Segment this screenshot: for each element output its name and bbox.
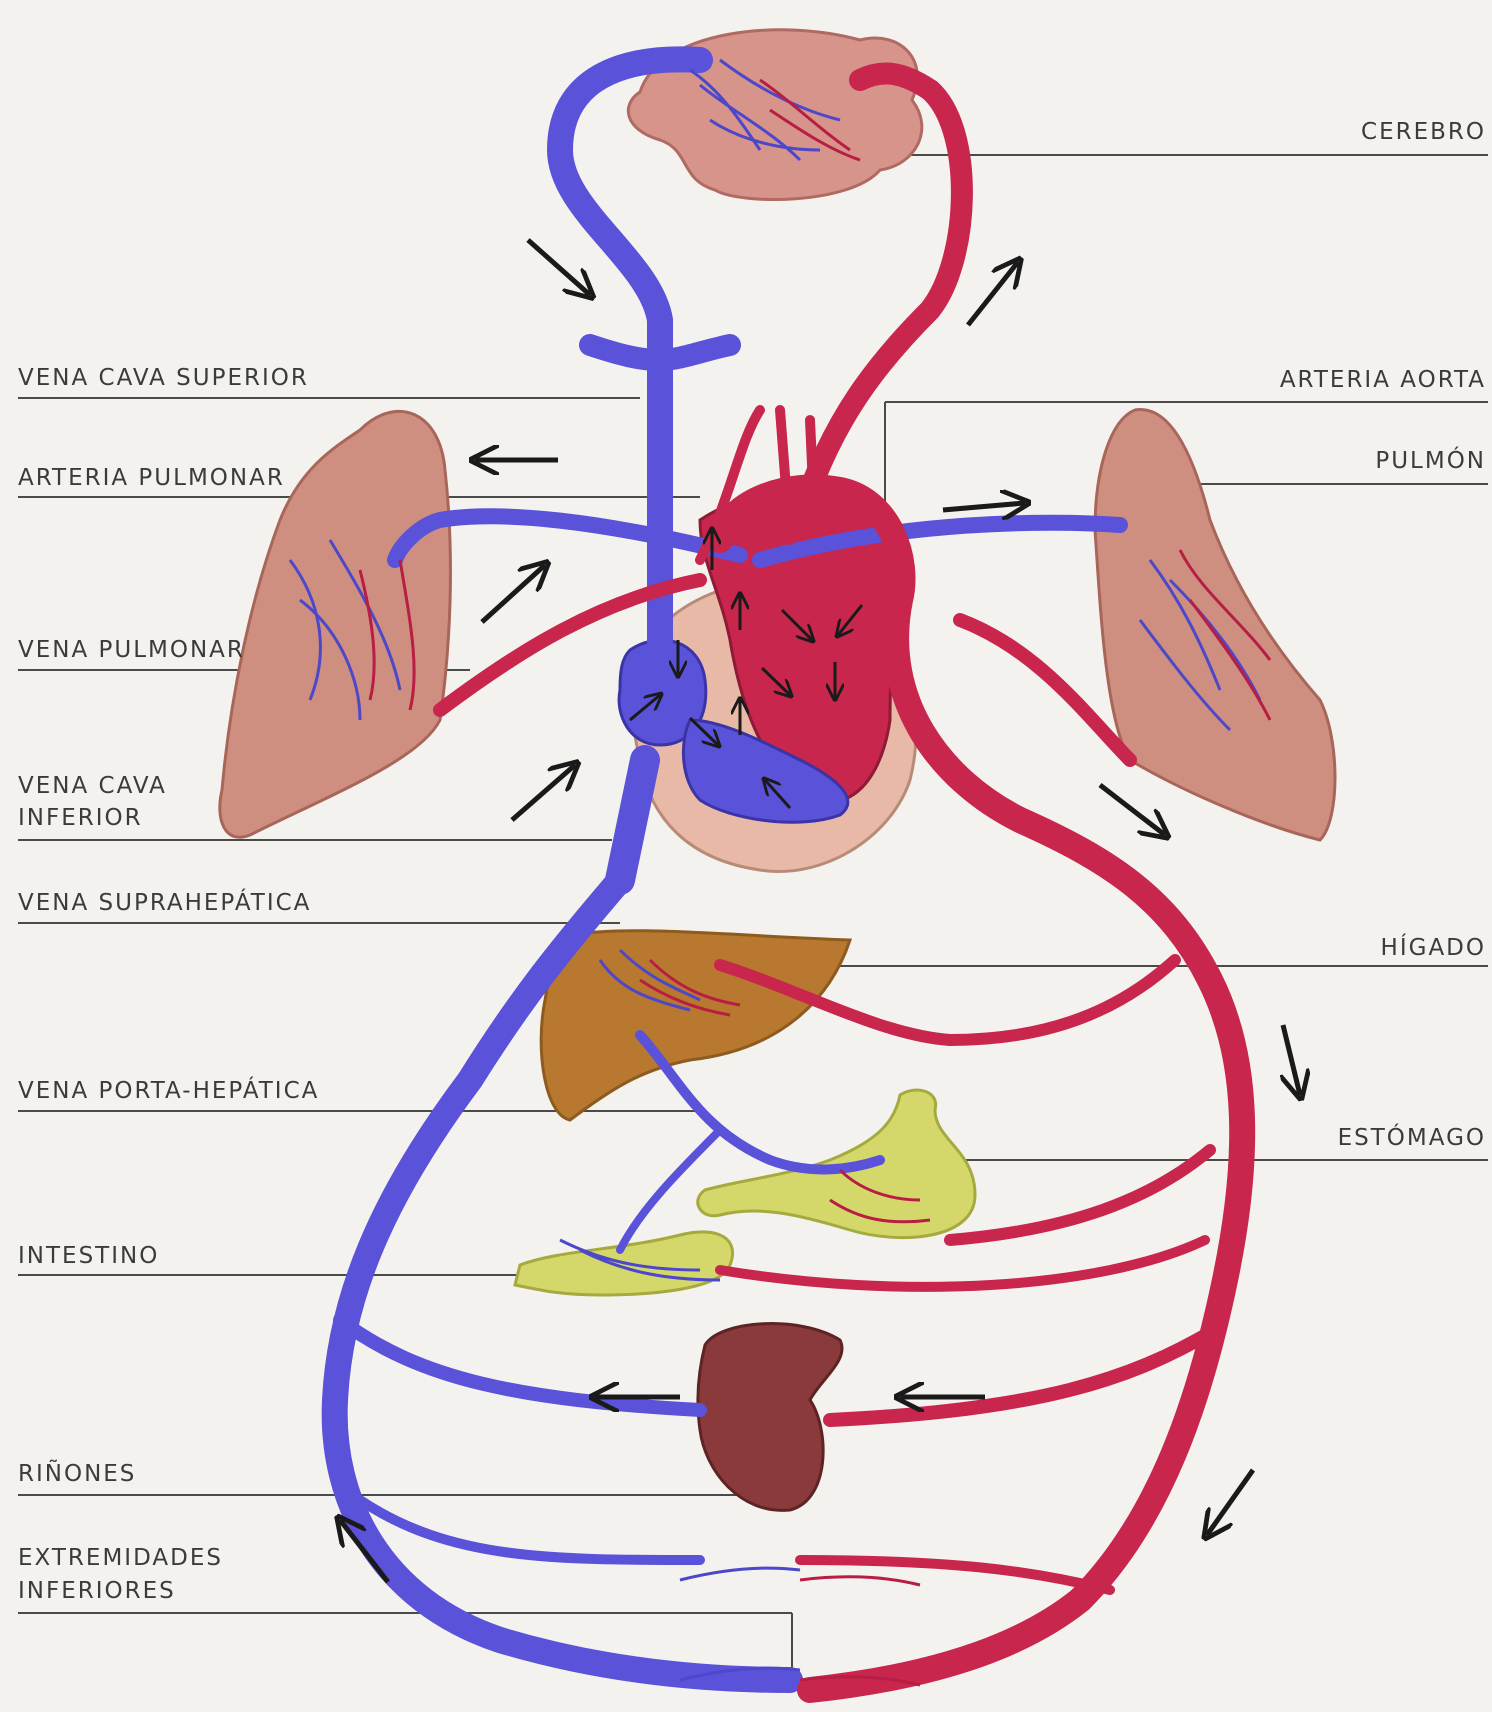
arrow-down-liver: [1283, 1025, 1300, 1095]
label-vena-cava-inferior-line1: VENA CAVA: [18, 770, 167, 802]
label-vena-porta-hepatica: VENA PORTA-HEPÁTICA: [18, 1075, 319, 1107]
kidney: [698, 1324, 842, 1511]
label-cerebro: CEREBRO: [1361, 116, 1486, 148]
label-vena-suprahepatica: VENA SUPRAHEPÁTICA: [18, 887, 311, 919]
label-rinones: RIÑONES: [18, 1458, 136, 1490]
arteries: [440, 73, 1242, 1690]
arrow-down-right-aorta: [1100, 785, 1165, 835]
arrow-right-pulmonary: [943, 503, 1025, 510]
label-intestino: INTESTINO: [18, 1240, 159, 1272]
label-vena-cava-superior: VENA CAVA SUPERIOR: [18, 362, 309, 394]
label-arteria-pulmonar: ARTERIA PULMONAR: [18, 462, 285, 494]
label-extremidades-line2: INFERIORES: [18, 1575, 176, 1607]
label-arteria-aorta: ARTERIA AORTA: [1280, 364, 1486, 396]
arrow-up-right-vena-cava: [512, 765, 575, 820]
label-estomago: ESTÓMAGO: [1338, 1122, 1486, 1154]
arrow-down-left-lower: [1207, 1470, 1253, 1535]
label-vena-cava-inferior-line2: INFERIOR: [18, 802, 143, 834]
arrow-up-right-vena-pulmonar: [482, 565, 545, 622]
arrow-up-right-upper: [968, 262, 1018, 325]
right-lung: [1095, 410, 1335, 840]
label-higado: HÍGADO: [1381, 932, 1486, 964]
stomach: [698, 1090, 975, 1238]
arrow-down-right-upper: [528, 240, 590, 295]
liver: [541, 931, 850, 1120]
label-extremidades-line1: EXTREMIDADES: [18, 1542, 223, 1574]
label-pulmon: PULMÓN: [1375, 445, 1486, 477]
label-vena-pulmonar: VENA PULMONAR: [18, 634, 245, 666]
